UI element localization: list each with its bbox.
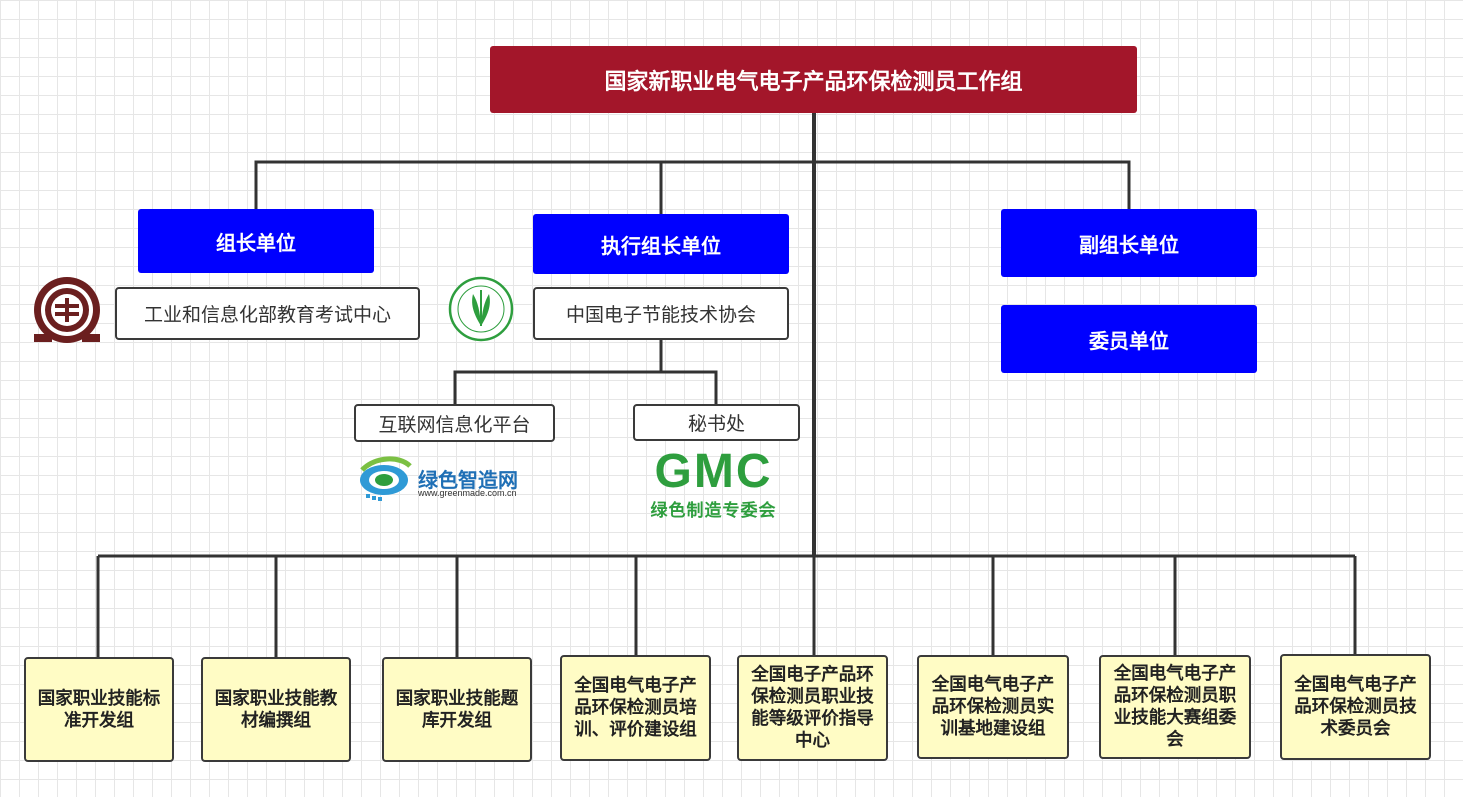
greenmade-logo: 绿色智造网 www.greenmade.com.cn (356, 454, 542, 504)
group-box-standard-dev: 国家职业技能标准开发组 (24, 657, 174, 762)
vice-leader-unit-box: 副组长单位 (1001, 209, 1257, 277)
group-box-textbook: 国家职业技能教材编撰组 (201, 657, 351, 762)
gmc-logo: GMC 绿色制造专委会 (636, 445, 791, 521)
greenmade-swirl-icon (360, 456, 412, 501)
group-box-training-base: 全国电气电子产品环保检测员实训基地建设组 (917, 655, 1069, 759)
cecc-association-logo (448, 276, 514, 342)
miit-exam-center-logo (34, 277, 100, 343)
exec-leader-unit-box: 执行组长单位 (533, 214, 789, 274)
member-unit-box: 委员单位 (1001, 305, 1257, 373)
leader-unit-box: 组长单位 (138, 209, 374, 273)
group-box-training-eval: 全国电气电子产品环保检测员培训、评价建设组 (560, 655, 711, 761)
secretariat-box: 秘书处 (633, 404, 800, 441)
group-box-eval-center: 全国电子产品环保检测员职业技能等级评价指导中心 (737, 655, 888, 761)
gmc-logo-subtitle: 绿色制造专委会 (650, 501, 777, 521)
org-title: 国家新职业电气电子产品环保检测员工作组 (490, 46, 1137, 113)
cecc-association-box: 中国电子节能技术协会 (533, 287, 789, 340)
group-box-question-bank: 国家职业技能题库开发组 (382, 657, 532, 762)
internet-platform-box: 互联网信息化平台 (354, 404, 555, 442)
miit-center-box: 工业和信息化部教育考试中心 (115, 287, 420, 340)
greenmade-logo-text: 绿色智造网 (418, 468, 518, 492)
group-box-tech-committee: 全国电气电子产品环保检测员技术委员会 (1280, 654, 1431, 760)
greenmade-logo-url: www.greenmade.com.cn (418, 488, 517, 498)
group-box-skills-contest: 全国电气电子产品环保检测员职业技能大赛组委会 (1099, 655, 1251, 759)
gmc-logo-text: GMC (654, 445, 773, 498)
